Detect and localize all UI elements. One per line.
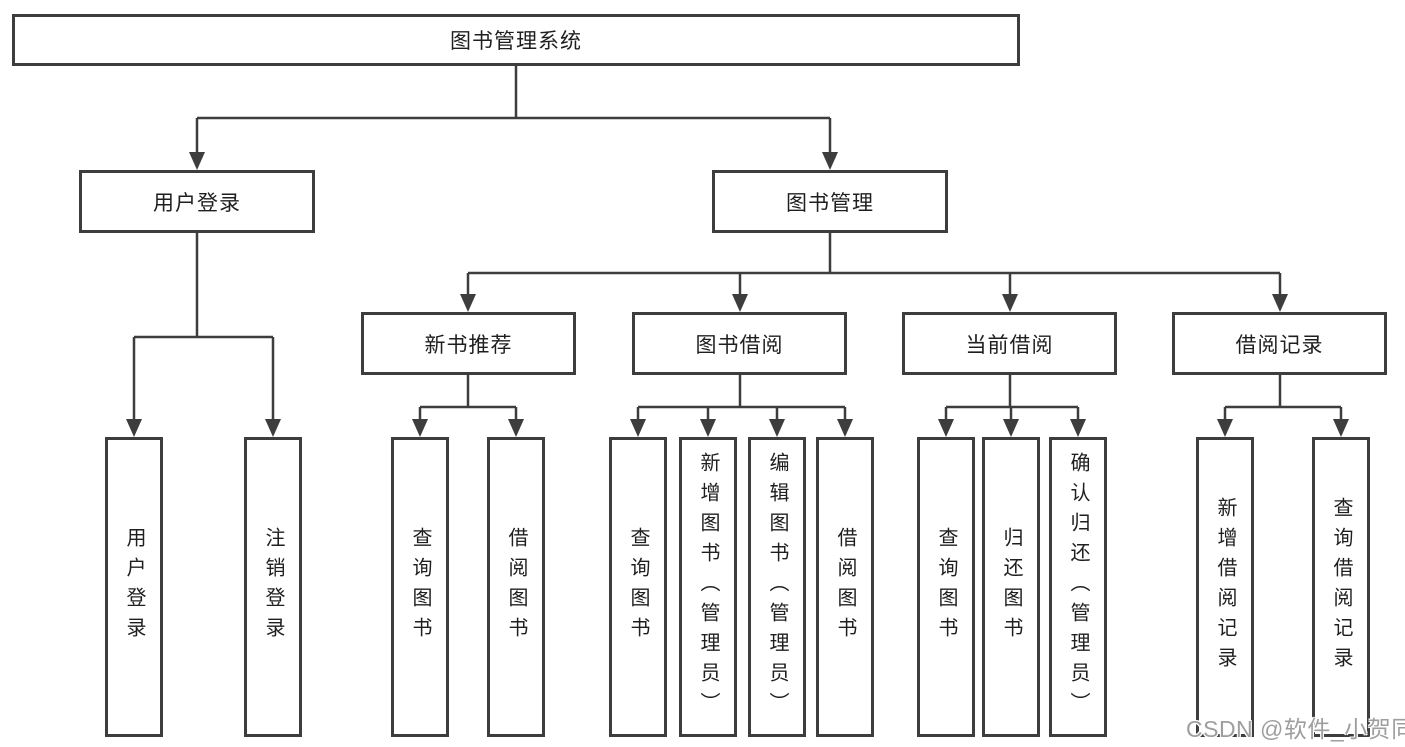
node-label: 确认归还（管理员） (1067, 452, 1089, 722)
node-label: 用户登录 (153, 191, 241, 215)
node-label: 新书推荐 (424, 333, 513, 357)
node-label: 查询借阅记录 (1330, 497, 1352, 677)
node-label: 图书管理系统 (450, 30, 582, 53)
node-label: 新增图书（管理员） (697, 452, 719, 722)
node-library-system: 图书管理系统 (12, 14, 1020, 66)
node-book-management: 图书管理 (712, 170, 948, 233)
node-book-borrowing: 图书借阅 (632, 312, 847, 375)
node-current-borrowing: 当前借阅 (902, 312, 1117, 375)
leaf-edit-books-admin: 编辑图书（管理员） (748, 437, 806, 737)
node-label: 用户登录 (123, 527, 145, 647)
node-user-login: 用户登录 (79, 170, 315, 233)
node-label: 借阅图书 (505, 527, 527, 647)
leaf-add-borrow-record: 新增借阅记录 (1196, 437, 1254, 737)
node-label: 新增借阅记录 (1214, 497, 1236, 677)
node-label: 编辑图书（管理员） (766, 452, 788, 722)
node-label: 借阅图书 (834, 527, 856, 647)
node-label: 当前借阅 (965, 333, 1054, 357)
leaf-confirm-return-admin: 确认归还（管理员） (1049, 437, 1107, 737)
leaf-query-books-borrowing: 查询图书 (609, 437, 667, 737)
leaf-borrow-books-recommend: 借阅图书 (487, 437, 545, 737)
leaf-add-books-admin: 新增图书（管理员） (679, 437, 737, 737)
node-borrowing-records: 借阅记录 (1172, 312, 1387, 375)
node-label: 注销登录 (262, 527, 284, 647)
leaf-logout: 注销登录 (244, 437, 302, 737)
leaf-query-borrow-record: 查询借阅记录 (1312, 437, 1370, 737)
leaf-query-books-current: 查询图书 (917, 437, 975, 737)
node-label: 图书管理 (786, 191, 874, 215)
node-label: 借阅记录 (1235, 333, 1324, 357)
node-label: 查询图书 (627, 527, 649, 647)
leaf-query-books-recommend: 查询图书 (391, 437, 449, 737)
node-label: 归还图书 (1000, 527, 1022, 647)
csdn-watermark: CSDN @软件_小贺同学 (1186, 716, 1405, 742)
node-label: 查询图书 (935, 527, 957, 647)
leaf-borrow-books: 借阅图书 (816, 437, 874, 737)
leaf-return-books: 归还图书 (982, 437, 1040, 737)
node-label: 查询图书 (409, 527, 431, 647)
node-new-book-recommend: 新书推荐 (361, 312, 576, 375)
leaf-user-login: 用户登录 (105, 437, 163, 737)
node-label: 图书借阅 (695, 333, 784, 357)
